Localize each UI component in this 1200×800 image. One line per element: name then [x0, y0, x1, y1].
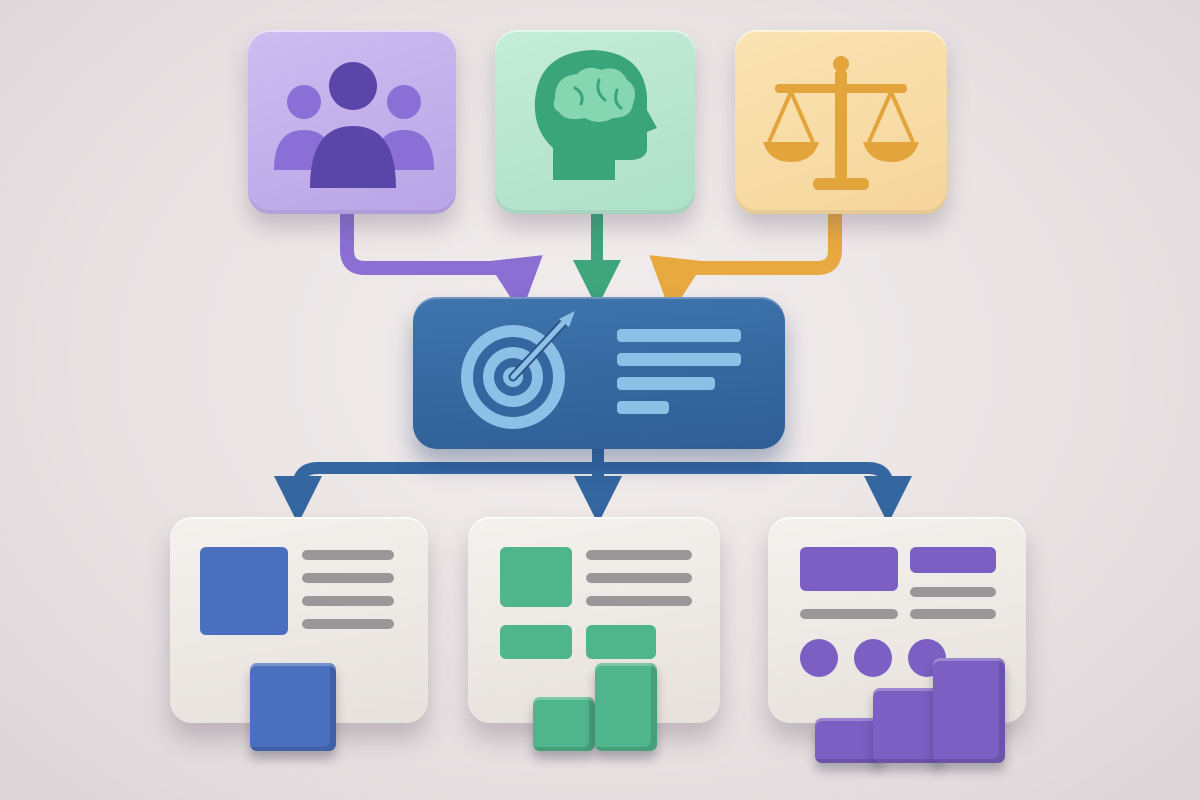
output-panel-green [468, 517, 720, 723]
panel-text-line [302, 573, 394, 583]
panel-text-line [586, 573, 692, 583]
arrow-hub-to-blue [274, 462, 604, 524]
green-cube-tall [595, 663, 657, 751]
panel-dot [854, 639, 892, 677]
panel-text-line [302, 550, 394, 560]
source-card-people [248, 30, 456, 214]
source-card-mind [495, 30, 695, 214]
arrow-people-to-hub [340, 207, 543, 314]
panel-text-line [302, 596, 394, 606]
hub-text-line-2 [617, 353, 741, 366]
source-card-justice [735, 30, 947, 214]
target-arrow-icon [461, 311, 575, 429]
panel-image-block [586, 625, 656, 659]
panel-text-line [800, 609, 898, 619]
arrow-justice-to-hub [649, 207, 842, 314]
purple-cube-mid [873, 688, 943, 763]
panel-text-line [910, 609, 996, 619]
panel-dot [800, 639, 838, 677]
arrow-hub-to-purple [592, 462, 912, 524]
panel-image-block [500, 625, 572, 659]
green-cube-small [533, 697, 595, 751]
scales-icon [763, 56, 919, 190]
hub-text-line-3 [617, 377, 715, 390]
purple-cube-high [933, 658, 1005, 763]
brain-head-icon [534, 50, 657, 180]
panel-text-line [910, 587, 996, 597]
output-panel-blue [170, 517, 428, 723]
blue-cube [250, 663, 336, 751]
hub-text-line-4 [617, 401, 669, 414]
output-panel-purple [768, 517, 1026, 723]
purple-cube-low [815, 718, 883, 763]
people-group-icon [274, 62, 434, 188]
panel-text-line [586, 596, 692, 606]
panel-image-block [200, 547, 288, 635]
panel-text-line [586, 550, 692, 560]
panel-text-line [302, 619, 394, 629]
hub-text-line-1 [617, 329, 741, 342]
central-hub [413, 297, 785, 449]
panel-image-block [500, 547, 572, 607]
panel-image-block [800, 547, 898, 591]
panel-image-block [910, 547, 996, 573]
